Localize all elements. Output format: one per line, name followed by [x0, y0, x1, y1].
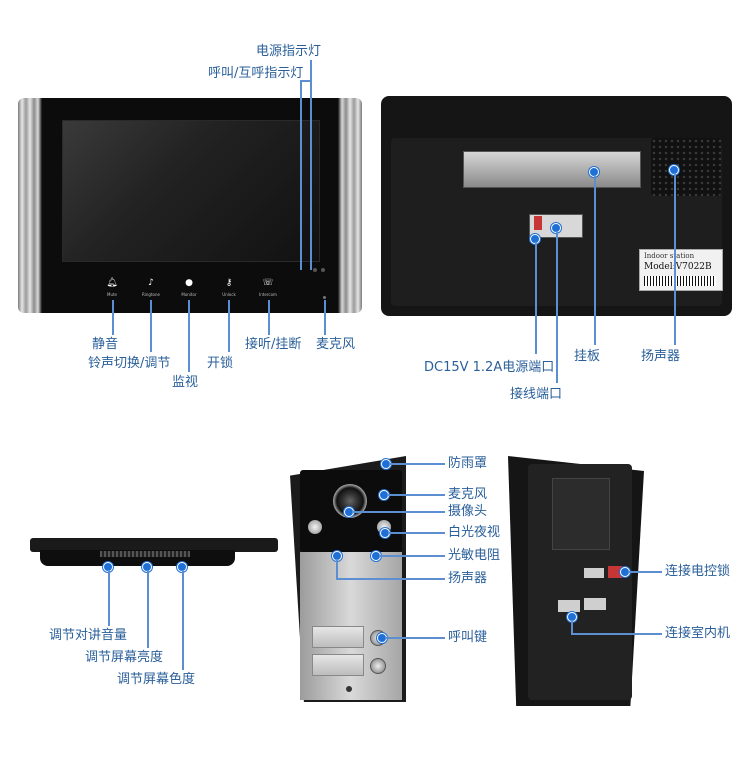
barcode	[644, 276, 716, 286]
person-icon[interactable]: ●	[185, 278, 193, 288]
call-button-2[interactable]	[370, 658, 386, 674]
callout-mic-front: 麦克风	[316, 337, 356, 352]
callout-rain-cover: 防雨罩	[448, 456, 488, 471]
button-label-unlock: Unlock	[222, 292, 236, 297]
indoor-terminal-1	[558, 600, 580, 612]
callout-call-led: 呼叫/互呼指示灯	[208, 66, 304, 81]
mounting-bracket	[463, 151, 641, 188]
name-plate-1	[312, 626, 364, 648]
key-icon[interactable]: ⚷	[225, 278, 233, 288]
night-light-left	[308, 520, 322, 534]
door-back-bracket	[552, 478, 610, 550]
button-label-ringtone: Ringtone	[142, 292, 160, 297]
callout-color: 调节屏幕色度	[117, 672, 196, 687]
callout-answer: 接听/挂断	[245, 337, 302, 352]
monitor-side	[30, 538, 278, 552]
button-label-monitor: Monitor	[181, 292, 197, 297]
monitor-screen	[62, 120, 320, 262]
side-wheels	[100, 551, 190, 557]
callout-night-light: 白光夜视	[448, 525, 501, 540]
top-terminal	[584, 568, 604, 578]
callout-bracket: 挂板	[574, 349, 601, 364]
callout-monitor: 监视	[172, 375, 199, 390]
power-terminal	[534, 216, 542, 230]
callout-wiring-port: 接线端口	[510, 387, 563, 402]
callout-power-port: DC15V 1.2A电源端口	[424, 360, 555, 375]
callout-ringtone: 铃声切换/调节	[88, 356, 171, 371]
mic-hole	[323, 296, 326, 299]
callout-lock: 连接电控锁	[665, 564, 731, 579]
speaker-grille	[651, 138, 721, 196]
monitor-front	[18, 98, 362, 313]
phone-icon[interactable]: ☏	[262, 278, 274, 288]
sticker-line-1: Indoor station	[644, 252, 695, 260]
callout-mute: 静音	[92, 337, 119, 352]
callout-call-key: 呼叫键	[448, 630, 488, 645]
callout-unlock: 开锁	[207, 356, 234, 371]
ringtone-icon[interactable]: ♪	[148, 278, 154, 288]
callout-mic-door: 麦克风	[448, 487, 488, 502]
bell-icon[interactable]: 🔔︎	[106, 278, 118, 288]
door-screw	[346, 686, 352, 692]
callout-camera: 摄像头	[448, 504, 488, 519]
callout-photoresistor: 光敏电阻	[448, 548, 501, 563]
model-sticker: Indoor station Model:V7022B	[639, 249, 723, 291]
indoor-terminal-2	[584, 598, 606, 610]
led-power	[313, 268, 317, 272]
sticker-line-2: Model:V7022B	[644, 262, 712, 272]
callout-brightness: 调节屏幕亮度	[85, 650, 164, 665]
callout-power-led: 电源指示灯	[256, 44, 322, 59]
lock-terminal	[608, 566, 622, 578]
button-label-mute: Mute	[106, 292, 118, 297]
callout-speaker-back: 扬声器	[641, 349, 681, 364]
callout-indoor: 连接室内机	[665, 626, 731, 641]
callout-speaker-door: 扬声器	[448, 571, 488, 586]
led-call	[321, 268, 325, 272]
name-plate-2	[312, 654, 364, 676]
button-label-intercom: Intercom	[259, 292, 277, 297]
callout-intercom-volume: 调节对讲音量	[49, 628, 128, 643]
